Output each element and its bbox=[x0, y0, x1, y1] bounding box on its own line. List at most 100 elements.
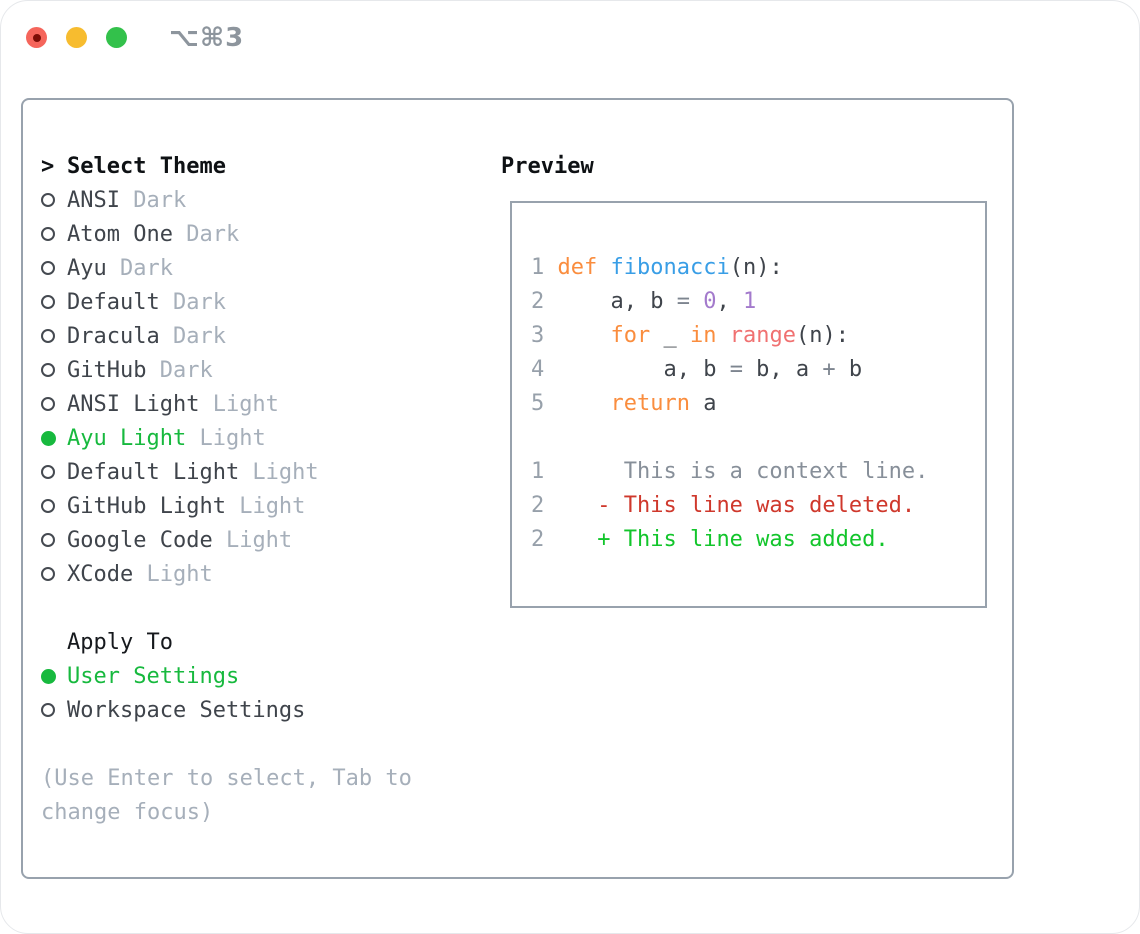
theme-name: ANSI bbox=[67, 187, 120, 213]
theme-variant-tag: Light bbox=[186, 425, 266, 451]
theme-option-dracula-dark[interactable]: Dracula Dark bbox=[41, 319, 412, 353]
radio-selected-icon bbox=[41, 668, 67, 684]
radio-icon bbox=[41, 499, 67, 513]
code-segment-ln: 5 bbox=[531, 391, 558, 416]
code-segment-ln: 4 bbox=[531, 357, 558, 382]
code-segment-pl bbox=[690, 289, 703, 314]
code-segment-add: + This line was added. bbox=[557, 527, 889, 552]
theme-option-ansi-dark[interactable]: ANSI Dark bbox=[41, 183, 412, 217]
code-segment-pl: a, b bbox=[557, 289, 677, 314]
spacer-row bbox=[41, 727, 412, 761]
select-theme-title: Select Theme bbox=[67, 153, 226, 179]
window-title-shortcut: ⌥⌘3 bbox=[169, 23, 245, 53]
theme-option-ansi-light-light[interactable]: ANSI Light Light bbox=[41, 387, 412, 421]
theme-variant-tag: Light bbox=[133, 561, 213, 587]
theme-variant-tag: Light bbox=[212, 527, 293, 553]
theme-variant-tag: Dark bbox=[146, 357, 213, 383]
code-segment-op: + bbox=[822, 357, 836, 382]
radio-icon bbox=[41, 465, 67, 479]
theme-option-ayu-light-light[interactable]: Ayu Light Light bbox=[41, 421, 412, 455]
radio-icon bbox=[41, 193, 67, 207]
code-segment-num: 1 bbox=[742, 289, 757, 314]
code-segment-pl bbox=[558, 323, 611, 348]
code-segment-ln: 2 bbox=[531, 289, 558, 314]
theme-option-google-code-light[interactable]: Google Code Light bbox=[41, 523, 412, 557]
cursor-marker: > bbox=[41, 154, 67, 179]
help-text: (Use Enter to select, Tab to change focus… bbox=[41, 761, 412, 829]
theme-variant-tag: Light bbox=[239, 459, 319, 485]
code-segment-pl: , bbox=[716, 289, 743, 314]
radio-icon bbox=[41, 227, 67, 241]
code-segment-op: = bbox=[729, 357, 743, 382]
theme-name: Ayu bbox=[67, 255, 107, 281]
code-line bbox=[531, 421, 985, 455]
theme-variant-tag: Dark bbox=[119, 187, 187, 213]
preview-title: Preview bbox=[501, 153, 594, 179]
radio-icon bbox=[41, 329, 67, 343]
code-line: 1 This is a context line. bbox=[531, 455, 985, 489]
window-controls bbox=[26, 27, 127, 48]
theme-name: ANSI Light bbox=[67, 391, 200, 417]
radio-icon bbox=[41, 567, 67, 581]
zoom-button[interactable] bbox=[106, 27, 127, 48]
apply-option-workspace-settings[interactable]: Workspace Settings bbox=[41, 693, 412, 727]
theme-variant-tag: Dark bbox=[159, 289, 226, 315]
code-line: 5 return a bbox=[531, 387, 985, 421]
theme-option-github-light-light[interactable]: GitHub Light Light bbox=[41, 489, 412, 523]
theme-name: Google Code bbox=[67, 527, 213, 553]
code-segment-ln: 3 bbox=[531, 323, 558, 348]
code-segment-num: 0 bbox=[703, 289, 717, 314]
select-theme-header: > Select Theme bbox=[41, 149, 412, 183]
code-segment-bi: range bbox=[729, 323, 796, 348]
apply-to-header-row: Apply To bbox=[41, 625, 412, 659]
help-text-line: (Use Enter to select, Tab to bbox=[41, 765, 412, 791]
code-segment-kw: def bbox=[557, 255, 598, 280]
theme-name: Atom One bbox=[67, 221, 173, 247]
close-button[interactable] bbox=[26, 27, 47, 48]
code-segment-pl: _ bbox=[650, 323, 690, 348]
apply-option-label: User Settings bbox=[67, 663, 240, 689]
code-segment-fn: fibonacci bbox=[610, 255, 730, 280]
radio-icon bbox=[41, 397, 67, 411]
radio-icon bbox=[41, 363, 67, 377]
radio-icon bbox=[41, 295, 67, 309]
theme-option-ayu-dark[interactable]: Ayu Dark bbox=[41, 251, 412, 285]
code-segment-pl bbox=[558, 391, 611, 416]
theme-option-default-dark[interactable]: Default Dark bbox=[41, 285, 412, 319]
minimize-button[interactable] bbox=[66, 27, 87, 48]
theme-name: XCode bbox=[67, 561, 134, 587]
theme-name: Dracula bbox=[67, 323, 160, 349]
theme-variant-tag: Dark bbox=[172, 221, 240, 247]
apply-option-user-settings[interactable]: User Settings bbox=[41, 659, 412, 693]
code-line: 2 a, b = 0, 1 bbox=[531, 285, 985, 319]
code-segment-ln: 2 bbox=[531, 493, 558, 518]
radio-icon bbox=[41, 261, 67, 275]
theme-option-xcode-light[interactable]: XCode Light bbox=[41, 557, 412, 591]
theme-option-default-light-light[interactable]: Default Light Light bbox=[41, 455, 412, 489]
code-segment-pl: b bbox=[835, 357, 863, 382]
help-text-line: change focus) bbox=[41, 799, 214, 825]
theme-option-atom-one-dark[interactable]: Atom One Dark bbox=[41, 217, 412, 251]
code-line: 2 - This line was deleted. bbox=[531, 489, 985, 523]
theme-name: Default bbox=[67, 289, 160, 315]
theme-name: GitHub Light bbox=[67, 493, 226, 519]
theme-variant-tag: Dark bbox=[159, 323, 226, 349]
code-line: 4 a, b = b, a + b bbox=[531, 353, 985, 387]
theme-name: Default Light bbox=[67, 459, 240, 485]
theme-option-github-dark[interactable]: GitHub Dark bbox=[41, 353, 412, 387]
radio-icon bbox=[41, 703, 67, 717]
radio-icon bbox=[41, 533, 67, 547]
code-segment-ln: 2 bbox=[531, 527, 558, 552]
code-segment-pl: (n): bbox=[795, 323, 849, 348]
code-segment-pl: (n): bbox=[729, 255, 783, 280]
code-segment-op: = bbox=[676, 289, 690, 314]
theme-variant-tag: Dark bbox=[106, 255, 173, 281]
theme-variant-tag: Light bbox=[225, 493, 306, 519]
code-segment-pl: a, b bbox=[557, 357, 730, 382]
